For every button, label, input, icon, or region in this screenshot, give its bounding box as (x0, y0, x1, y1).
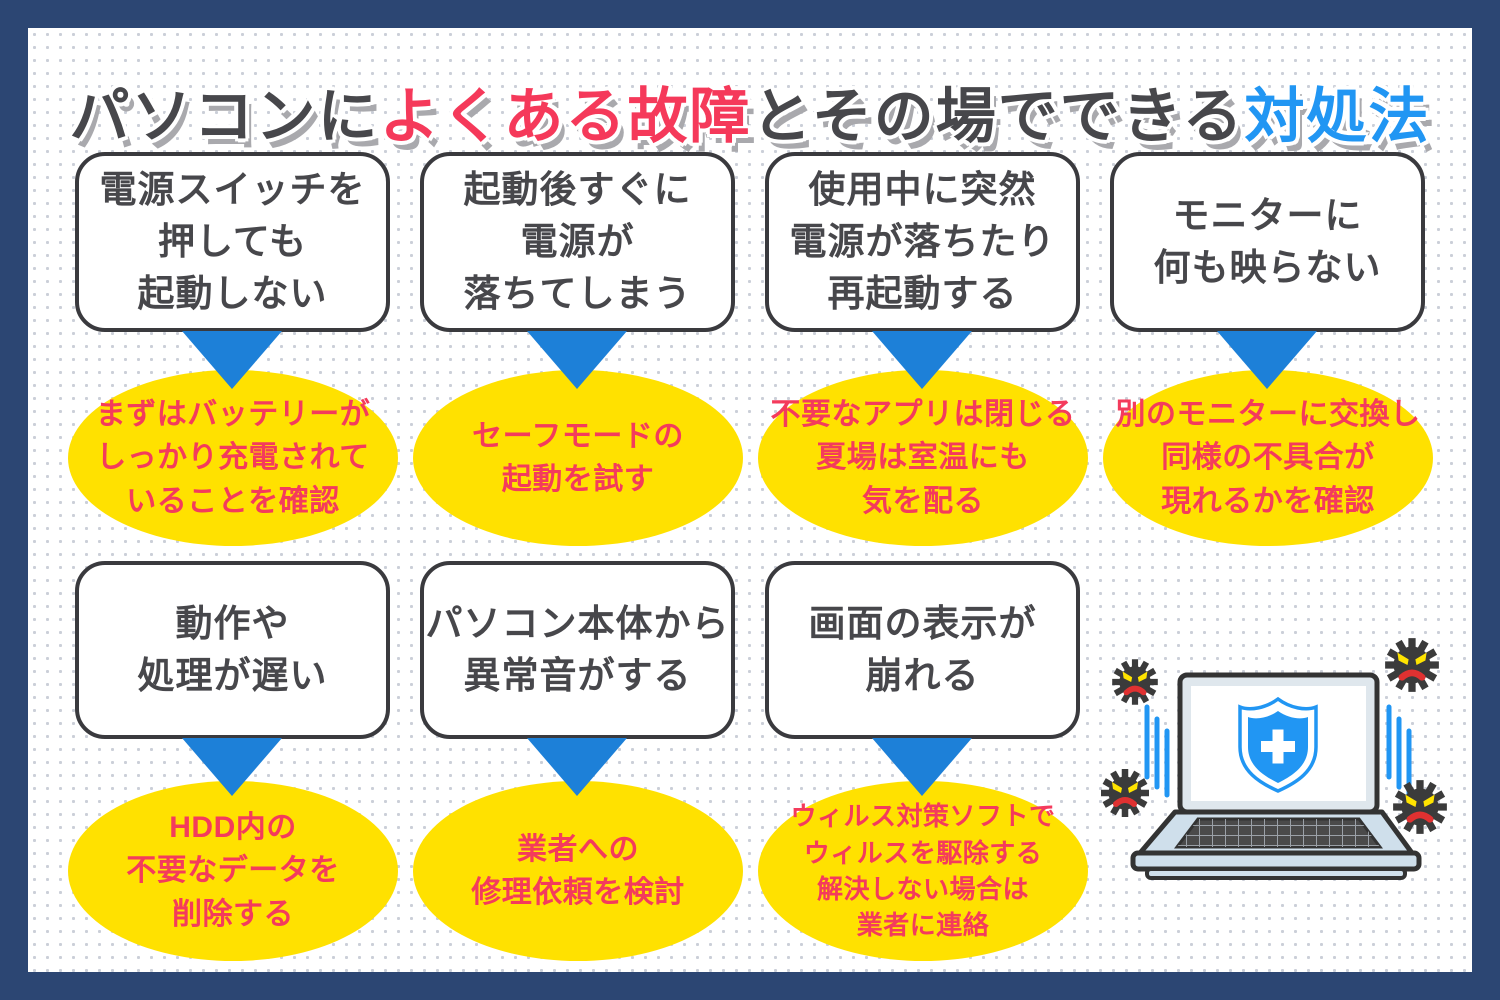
title-part: とその場でできる (751, 83, 1245, 151)
page-title: パソコンによくある故障とその場でできる対処法 (28, 84, 1472, 150)
problem-box: モニターに 何も映らない (1110, 152, 1425, 332)
solution-bubble: ウィルス対策ソフトで ウィルスを駆除する 解決しない場合は 業者に連絡 (758, 781, 1088, 961)
down-arrow-icon (527, 331, 627, 389)
problem-box: 画面の表示が 崩れる (765, 561, 1080, 739)
problem-box: パソコン本体から 異常音がする (420, 561, 735, 739)
down-arrow-icon (872, 331, 972, 389)
down-arrow-icon (182, 331, 282, 389)
laptop-illustration (1095, 625, 1455, 880)
down-arrow-icon (527, 738, 627, 796)
problem-box: 使用中に突然 電源が落ちたり 再起動する (765, 152, 1080, 332)
title-part: よくある故障 (379, 83, 752, 151)
dotted-panel: パソコンによくある故障とその場でできる対処法 電源スイッチを 押しても 起動しな… (28, 28, 1472, 972)
shield-plus-icon (1238, 696, 1318, 793)
down-arrow-icon (872, 738, 972, 796)
problem-box: 電源スイッチを 押しても 起動しない (75, 152, 390, 332)
solution-bubble: 業者への 修理依頼を検討 (413, 781, 743, 961)
solution-bubble: 不要なアプリは閉じる 夏場は室温にも 気を配る (758, 370, 1088, 546)
vibration-lines-icon (1144, 704, 1412, 798)
down-arrow-icon (1217, 331, 1317, 389)
solution-bubble: まずはバッテリーが しっかり充電されて いることを確認 (68, 370, 398, 546)
solution-bubble: 別のモニターに交換し 同様の不具合が 現れるかを確認 (1103, 370, 1433, 546)
solution-bubble: セーフモードの 起動を試す (413, 370, 743, 546)
virus-icon (1112, 659, 1158, 705)
virus-icon (1101, 769, 1149, 817)
problem-box: 起動後すぐに 電源が 落ちてしまう (420, 152, 735, 332)
solution-bubble: HDD内の 不要なデータを 削除する (68, 781, 398, 961)
virus-icon (1385, 638, 1439, 692)
down-arrow-icon (182, 738, 282, 796)
problem-box: 動作や 処理が遅い (75, 561, 390, 739)
title-part: パソコンに (69, 83, 380, 151)
title-part: 対処法 (1244, 83, 1431, 151)
